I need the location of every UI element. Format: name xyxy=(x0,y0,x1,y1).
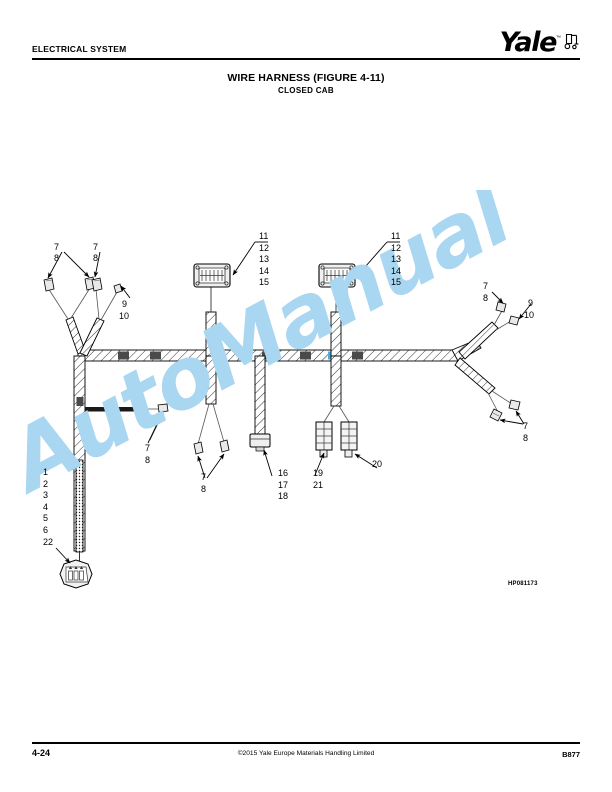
harness-right-fork xyxy=(454,291,532,425)
callout-8-ground: 8 xyxy=(145,455,151,465)
callout-7-left-a: 7 xyxy=(54,242,60,252)
callout-19-21: 19 21 xyxy=(313,468,324,490)
wire-harness-diagram xyxy=(0,190,612,620)
harness-drop-connector-1 xyxy=(193,241,268,357)
terminal-9-10-left xyxy=(113,283,123,294)
page-footer: 4-24 ©2015 Yale Europe Materials Handlin… xyxy=(32,742,580,768)
footer-divider xyxy=(32,742,580,745)
harness-drop-connector-2 xyxy=(318,241,400,357)
trademark-symbol: ™ xyxy=(556,35,561,41)
callout-8-right-a: 8 xyxy=(483,293,489,303)
footer-document-code: B877 xyxy=(562,750,580,759)
callout-7-right-a: 7 xyxy=(483,281,489,291)
terminal-7-8-left-a xyxy=(43,277,55,292)
callout-8-right-b: 8 xyxy=(523,433,529,443)
callout-8-left-b: 8 xyxy=(93,253,99,263)
fuse-block-right-unit xyxy=(340,421,358,458)
forklift-icon xyxy=(562,33,580,55)
harness-left-drop xyxy=(73,355,86,564)
terminal-8-right-lower xyxy=(489,408,503,422)
footer-page-number: 4-24 xyxy=(32,748,51,758)
callout-9-left: 9 xyxy=(122,299,128,309)
main-plug-connector xyxy=(55,547,93,589)
harness-drop-branch-7-8 xyxy=(193,355,230,479)
terminal-9-10-right xyxy=(508,315,520,326)
yale-logo: Yale ™ xyxy=(499,27,580,58)
harness-main-trunk xyxy=(77,349,459,362)
drawing-number: HP081173 xyxy=(508,581,538,587)
callout-9-right: 9 xyxy=(528,298,534,308)
callout-20: 20 xyxy=(372,459,383,469)
terminal-7-right-lower xyxy=(508,399,521,411)
header-section-title: ELECTRICAL SYSTEM xyxy=(32,44,127,54)
footer-copyright: ©2015 Yale Europe Materials Handling Lim… xyxy=(237,750,375,757)
terminal-7-8-right xyxy=(495,301,507,313)
callout-16-18: 16 17 18 xyxy=(278,468,289,502)
callout-11-15-center-1: 11 12 13 14 15 xyxy=(259,231,270,288)
header-divider xyxy=(32,58,580,61)
callout-8-left-a: 8 xyxy=(54,253,60,263)
callout-7-right-b: 7 xyxy=(523,421,529,431)
page-title: WIRE HARNESS (FIGURE 4-11) xyxy=(227,72,385,84)
callout-7-mid: 7 xyxy=(201,472,207,482)
page-subtitle: CLOSED CAB xyxy=(278,86,334,95)
callout-7-left-b: 7 xyxy=(93,242,99,252)
callout-10-left: 10 xyxy=(119,311,130,321)
callout-11-15-center-2: 11 12 13 14 15 xyxy=(391,231,402,288)
callout-10-right: 10 xyxy=(524,310,535,320)
callout-1-22: 1 2 3 4 5 6 22 xyxy=(43,467,54,547)
fuse-block-left-unit xyxy=(315,421,333,458)
brand-wordmark: Yale xyxy=(499,27,557,58)
figure-title-block: WIRE HARNESS (FIGURE 4-11) CLOSED CAB xyxy=(0,72,612,97)
harness-left-fork xyxy=(43,276,123,357)
fuse-block-assembly xyxy=(314,355,378,476)
terminal-7-8-left-c xyxy=(91,277,103,292)
callout-7-ground: 7 xyxy=(145,443,151,453)
harness-drop-inline-module xyxy=(249,355,273,477)
flat-ground-cable xyxy=(85,403,169,444)
page-header: ELECTRICAL SYSTEM Yale ™ xyxy=(32,29,580,68)
callout-8-mid: 8 xyxy=(201,484,207,494)
left-callout-leaders xyxy=(47,251,131,299)
